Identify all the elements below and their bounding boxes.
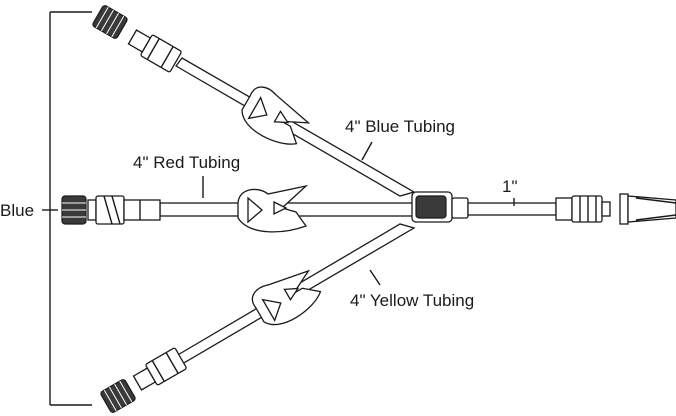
label-main-tubing: 1"	[502, 177, 518, 196]
leader-yellow-tubing	[369, 269, 381, 286]
lower-clamp[interactable]	[248, 263, 325, 333]
leader-blue-tubing	[361, 141, 373, 161]
bracket	[42, 11, 92, 406]
lower-branch	[100, 223, 416, 413]
label-red-tubing: 4" Red Tubing	[133, 153, 240, 172]
y-junction	[411, 191, 469, 223]
bracket-label: Blue	[0, 201, 34, 220]
label-blue-tubing: 4" Blue Tubing	[345, 117, 455, 136]
protective-cap	[619, 193, 676, 225]
luer-connector	[555, 195, 611, 223]
label-yellow-tubing: 4" Yellow Tubing	[350, 291, 474, 310]
upper-clamp[interactable]	[236, 83, 313, 153]
main-tubing	[467, 202, 557, 216]
middle-clamp[interactable]	[237, 184, 309, 233]
